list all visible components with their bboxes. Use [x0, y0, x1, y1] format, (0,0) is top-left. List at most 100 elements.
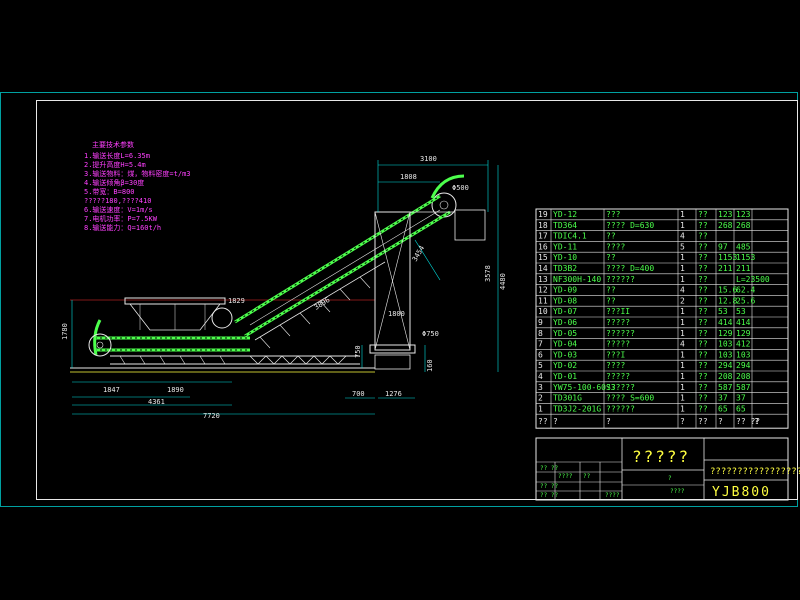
- bom-cell: 12.8: [718, 296, 737, 305]
- bom-cell: YW75-100-60S3: [553, 383, 616, 392]
- bom-cell: ??: [606, 286, 616, 295]
- bom-cell: ?????: [606, 318, 630, 327]
- notes-line-7: 6.输送速度：V=1m/s: [84, 205, 153, 214]
- title-block-cell-5: ?? ??: [540, 492, 558, 499]
- bom-cell: ??: [698, 210, 708, 219]
- technical-notes: 主要技术参数 1.输送长度L=6.35m 2.提升高度H=5.4m 3.输送物料…: [84, 140, 191, 232]
- bom-cell: 268: [736, 221, 751, 230]
- bom-cell: YD-06: [553, 318, 577, 327]
- bom-cell: 103: [718, 340, 733, 349]
- title-block-cell-2: ????: [558, 473, 573, 480]
- bom-cell: YD-07: [553, 307, 577, 316]
- bom-cell: 211: [736, 264, 751, 273]
- bom-cell: ??: [698, 286, 708, 295]
- bom-cell: ??: [698, 253, 708, 262]
- bom-cell: ???? S=600: [606, 394, 654, 403]
- drawing-inner-border: [36, 100, 798, 500]
- title-block-description: ?????????????????: [710, 467, 800, 477]
- bom-cell: 11: [538, 296, 548, 305]
- bom-cell: YD-08: [553, 296, 577, 305]
- bom-cell: 123: [736, 210, 751, 219]
- bom-cell: YD-09: [553, 286, 577, 295]
- title-block-drawing-code: YJB800: [712, 485, 771, 500]
- dim-slope-lower: 3896: [313, 296, 332, 312]
- bom-cell: ???: [606, 210, 621, 219]
- bend-pulley: [211, 307, 233, 329]
- bom-cell: 97: [718, 242, 728, 251]
- notes-line-2: 2.提升高度H=5.4m: [84, 160, 146, 169]
- bom-cell: 1: [680, 404, 685, 413]
- notes-line-6: ?????180,????410: [84, 197, 151, 205]
- notes-line-5: 5.带宽：B=800: [84, 187, 135, 196]
- bom-cell: 1: [680, 275, 685, 284]
- bom-header-cell: ??: [698, 417, 708, 426]
- dim-feed-width: 1829: [228, 297, 245, 305]
- bom-cell: NF300H-140: [553, 275, 601, 284]
- bom-cell: 208: [718, 372, 733, 381]
- bom-cell: 103: [736, 350, 751, 359]
- bom-cell: 17: [538, 232, 548, 241]
- bom-cell: 1: [680, 307, 685, 316]
- dim-height-left: 1780: [61, 323, 69, 340]
- dim-height-right: 3578: [484, 265, 492, 282]
- bom-cell: 1: [680, 318, 685, 327]
- tail-pulley-hub: [96, 341, 104, 349]
- bom-cell: 6: [538, 350, 543, 359]
- bom-cell: ??????: [606, 329, 635, 338]
- bom-cell: 62.4: [736, 286, 755, 295]
- bom-header-cell: ?: [718, 417, 723, 426]
- bom-cell: 5: [680, 242, 685, 251]
- bom-header-cell: ?: [680, 417, 685, 426]
- bom-cell: YD-03: [553, 350, 577, 359]
- head-tower: [369, 209, 486, 370]
- bom-cell: YD-05: [553, 329, 577, 338]
- dim-top-sub: 1808: [400, 173, 417, 181]
- dim-upper-right: Φ500: [452, 184, 469, 192]
- bom-cell: 211: [718, 264, 733, 273]
- bom-cell: 4: [680, 340, 685, 349]
- bom-cell: 12: [538, 286, 548, 295]
- bom-cell: 1: [680, 394, 685, 403]
- bom-cell: 208: [736, 372, 751, 381]
- bom-cell: ???? D=400: [606, 264, 654, 273]
- bom-cell: TD364: [553, 221, 577, 230]
- bom-cell: YD-01: [553, 372, 577, 381]
- dim-length-e: 1276: [385, 390, 402, 398]
- bom-cell: 5: [538, 361, 543, 370]
- inclined-truss: [254, 261, 386, 349]
- dim-small-right: 750: [354, 345, 362, 358]
- bom-cell: 10: [538, 307, 548, 316]
- bom-cell: ????: [606, 242, 625, 251]
- bom-header-cell: ?? ??: [736, 417, 760, 426]
- bom-cell: YD-10: [553, 253, 577, 262]
- bom-cell: 15: [538, 253, 548, 262]
- bom-cell: 1153: [736, 253, 755, 262]
- notes-line-8: 7.电机功率：P=7.5KW: [84, 214, 158, 223]
- bom-cell: 65: [718, 404, 728, 413]
- bom-cell: ??: [606, 253, 616, 262]
- bom-cell: 414: [736, 318, 751, 327]
- bom-cell: ??: [698, 394, 708, 403]
- horizontal-belt: [93, 319, 250, 356]
- title-block: ????? ????????????????? YJB800 ?? ?? ???…: [535, 437, 800, 501]
- bom-cell: ??: [698, 404, 708, 413]
- bom-cell: ??: [698, 329, 708, 338]
- bom-cell: 9: [538, 318, 543, 327]
- bom-cell: 7: [538, 340, 543, 349]
- bom-cell: ??: [698, 296, 708, 305]
- bom-cell: ??: [698, 242, 708, 251]
- dim-length-d: 700: [352, 390, 365, 398]
- title-block-cell-1: ?? ??: [540, 465, 558, 472]
- bom-cell: ???? D=630: [606, 221, 654, 230]
- bom-cell: 37: [718, 394, 728, 403]
- dim-length-c: 4361: [148, 398, 165, 406]
- title-block-cell-6: ????: [605, 492, 620, 499]
- dim-mid: 1800: [388, 310, 405, 318]
- bom-cell: ??: [698, 221, 708, 230]
- bom-header-cell: ??: [538, 417, 548, 426]
- bom-cell: ??: [698, 232, 708, 241]
- bom-cell: 4: [680, 232, 685, 241]
- bom-cell: 129: [736, 329, 751, 338]
- bom-cell: ????: [606, 361, 625, 370]
